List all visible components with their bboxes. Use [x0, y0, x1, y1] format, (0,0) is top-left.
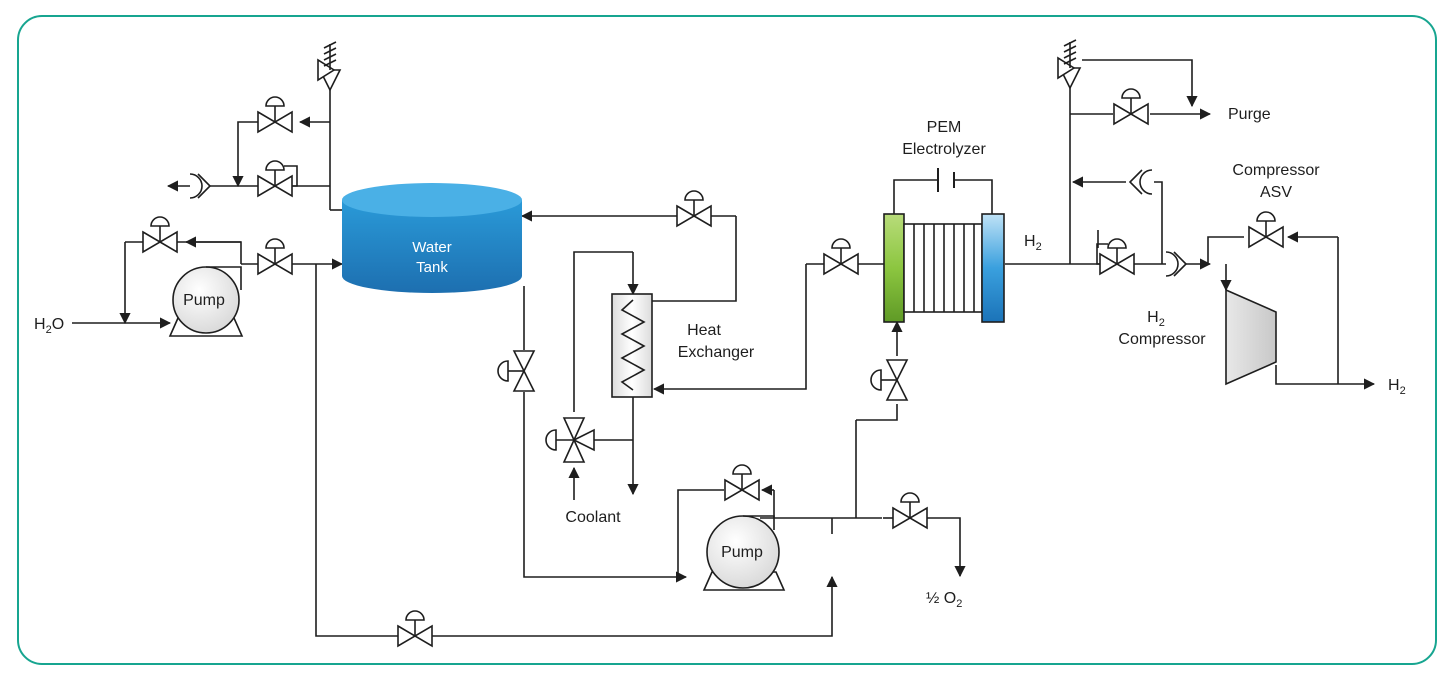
electrolyzer-label-line2: Electrolyzer	[902, 141, 986, 158]
electrolyzer-label-line1: PEM	[927, 119, 962, 136]
purge-valve	[1113, 88, 1149, 126]
circulation-pump-label: Pump	[721, 544, 763, 561]
heat-exchanger-label-line2: Exchanger	[678, 344, 755, 361]
compressor-asv-label-line2: ASV	[1260, 184, 1292, 201]
check-valves	[189, 169, 1188, 277]
purge-label: Purge	[1228, 106, 1271, 123]
h2-compressor-label-line1: H2	[1147, 309, 1165, 329]
compressor-inlet-check-valve	[1165, 251, 1188, 277]
piping	[72, 59, 1376, 637]
oxygen-outlet-valve	[892, 492, 928, 530]
compressor-asv-valve	[1248, 211, 1284, 249]
anode-inlet-valve	[870, 359, 909, 401]
h2-compressor-label-line2: Compressor	[1118, 331, 1206, 348]
feed-recirc-valve	[142, 216, 178, 254]
circulation-pump: Pump	[702, 515, 786, 591]
water-tank: Water Tank	[342, 183, 522, 293]
bypass-valve	[397, 610, 433, 648]
vent-check-valve	[189, 173, 212, 199]
heat-exchanger: Heat Exchanger	[611, 293, 755, 398]
water-tank-label-line1: Water	[412, 239, 451, 256]
circ-pump-recirc-valve	[724, 464, 760, 502]
tank-vent-valve-upper	[257, 96, 293, 134]
pem-electrolyzer: PEM Electrolyzer	[883, 119, 1005, 323]
h2-mid-label: H2	[1024, 233, 1042, 253]
water-tank-label-line2: Tank	[416, 259, 448, 276]
oxygen-label: ½ O2	[926, 590, 962, 610]
h2-branch-check-valve	[1128, 169, 1153, 195]
tank-outlet-valve	[497, 350, 536, 392]
tank-return-valve	[676, 190, 712, 228]
control-valves	[142, 88, 1284, 648]
stream-labels: H2O H2 ½ O2 Purge Compressor ASV H2 Comp…	[34, 106, 1406, 610]
tank-inlet-valve	[257, 238, 293, 276]
h2-pressure-control-valve	[1096, 238, 1135, 276]
h2-relief-valve	[1057, 39, 1082, 90]
heat-exchanger-label-line1: Heat	[687, 322, 721, 339]
diagram-frame	[17, 15, 1437, 665]
electrolyzer-feed-valve	[823, 238, 859, 276]
feed-water-label: H2O	[34, 316, 64, 336]
tank-vent-valve-lower	[257, 160, 298, 198]
h2-compressor	[1225, 288, 1277, 386]
compressor-asv-label-line1: Compressor	[1232, 162, 1320, 179]
h2-product-label: H2	[1388, 377, 1406, 397]
coolant-label: Coolant	[565, 509, 621, 526]
tank-relief-valve	[317, 41, 342, 92]
coolant-three-way-valve	[545, 417, 595, 463]
feed-pump-label: Pump	[183, 292, 225, 309]
feed-pump: Pump	[168, 266, 244, 337]
